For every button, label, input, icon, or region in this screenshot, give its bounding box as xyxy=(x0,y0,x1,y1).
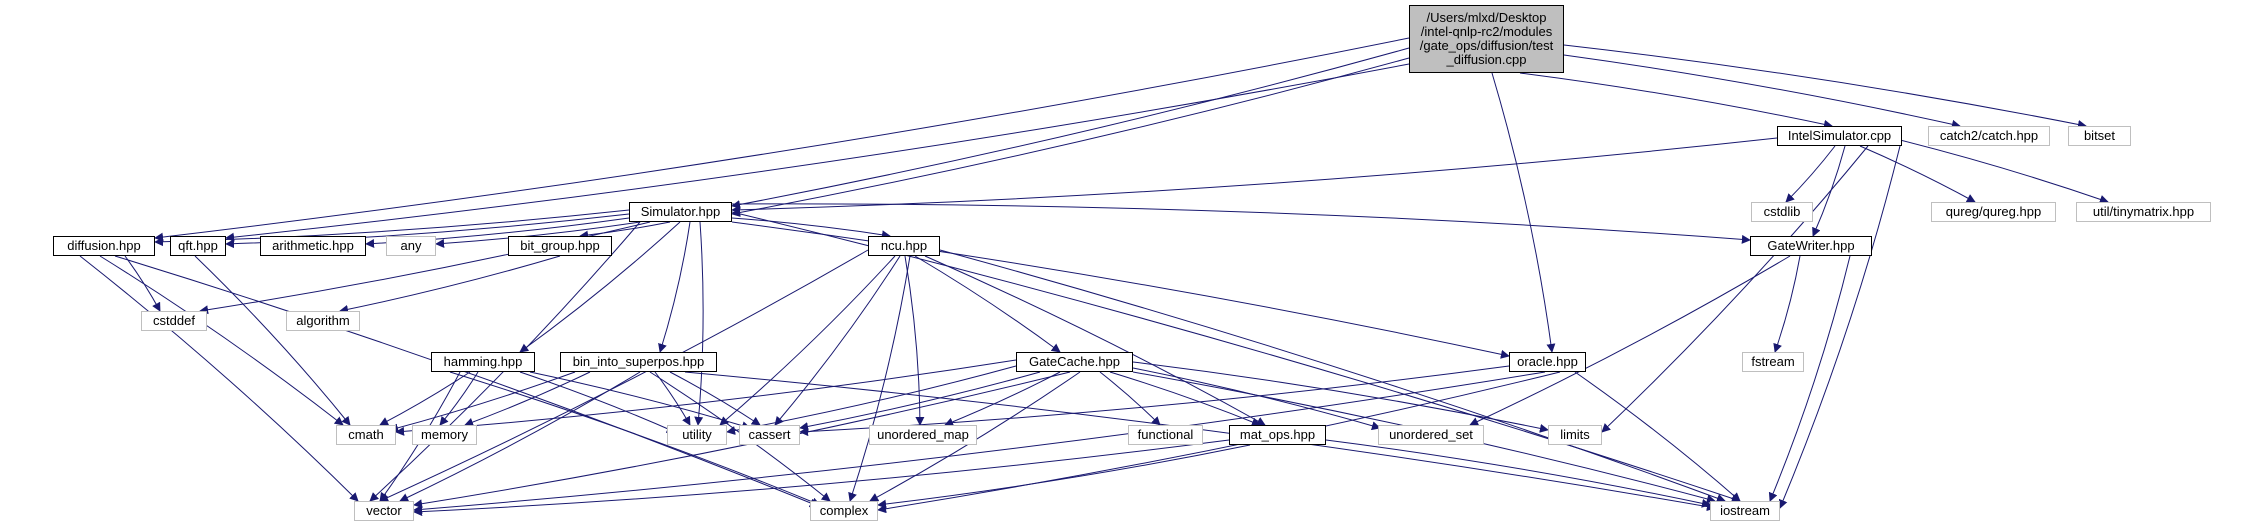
edge-matops-iostream xyxy=(1325,439,1711,508)
edge-diff-cmath xyxy=(99,255,344,426)
edge-root-simulator-b xyxy=(731,57,1410,217)
edge-oracle-iostream xyxy=(1574,371,1741,502)
edge-binsup-vector xyxy=(399,371,641,502)
node-qft[interactable]: qft.hpp xyxy=(170,236,226,256)
edge-gatecache-functional xyxy=(1099,371,1161,426)
node-simulator[interactable]: Simulator.hpp xyxy=(629,202,732,222)
node-root-file[interactable]: /Users/mlxd/Desktop /intel-qnlp-rc2/modu… xyxy=(1409,5,1564,73)
edge-root-intel xyxy=(1519,72,1833,129)
edge-sim-hamming xyxy=(519,221,681,353)
edge-root-oracle xyxy=(1491,72,1556,353)
edge-root-simulator-a xyxy=(731,47,1410,209)
node-cstdlib: cstdlib xyxy=(1751,202,1813,222)
edge-root-catch xyxy=(1563,54,1961,129)
edge-root-bitset xyxy=(1563,44,2087,129)
node-arithmetic[interactable]: arithmetic.hpp xyxy=(260,236,366,256)
edge-gatecache-utility xyxy=(726,365,1017,435)
node-bit-group[interactable]: bit_group.hpp xyxy=(508,236,612,256)
node-diffusion[interactable]: diffusion.hpp xyxy=(53,236,155,256)
edge-sim-binsuperpos xyxy=(658,221,691,353)
node-utility: utility xyxy=(667,425,727,445)
node-limits: limits xyxy=(1548,425,1602,445)
edge-intel-gatewriter xyxy=(1812,145,1846,237)
edge-sim-bitgroup xyxy=(579,221,671,240)
node-unordered-set: unordered_set xyxy=(1378,425,1484,445)
edge-ncu-cassert xyxy=(774,255,901,426)
node-functional: functional xyxy=(1128,425,1203,445)
edge-binsup-memory xyxy=(464,371,591,427)
edge-gatewriter-iostream xyxy=(1768,255,1851,502)
node-algorithm: algorithm xyxy=(286,311,360,331)
edge-ncu-matops xyxy=(924,255,1266,426)
edge-sim-any xyxy=(435,221,641,248)
node-catch: catch2/catch.hpp xyxy=(1928,126,2050,146)
edge-ncu-vector xyxy=(379,249,869,502)
edge-gatewriter-fstream xyxy=(1773,255,1801,353)
node-ncu[interactable]: ncu.hpp xyxy=(868,236,940,256)
edge-hamming-cmath xyxy=(379,371,471,426)
edge-intel-qureg xyxy=(1859,145,1976,203)
edge-intel-simulator xyxy=(731,137,1778,215)
edge-matops-complex xyxy=(877,444,1251,509)
edge-gatecache-vector xyxy=(413,371,1071,509)
edge-gatecache-limits xyxy=(1132,361,1549,433)
edge-binsup-cmath xyxy=(389,371,576,433)
edge-hamming-memory xyxy=(439,371,479,426)
edge-sim-ncu xyxy=(731,217,891,240)
edge-ncu-iostream xyxy=(939,249,1726,503)
node-complex: complex xyxy=(810,501,878,521)
edge-sim-oracle xyxy=(731,221,1510,359)
edge-qft-cmath xyxy=(194,255,351,426)
node-mat-ops[interactable]: mat_ops.hpp xyxy=(1229,425,1326,445)
dependency-edges xyxy=(79,37,2109,517)
edge-sim-utility xyxy=(694,221,704,426)
edge-gatecache-unordered-set xyxy=(1132,367,1381,431)
node-unordered-map: unordered_map xyxy=(869,425,977,445)
node-intel-simulator[interactable]: IntelSimulator.cpp xyxy=(1777,126,1902,146)
node-bin-into-superpos[interactable]: bin_into_superpos.hpp xyxy=(560,352,717,372)
edge-oracle-complex xyxy=(877,371,1561,514)
edge-ncu-unordered-map xyxy=(904,255,925,426)
edge-bitgroup-algorithm xyxy=(339,255,561,314)
edge-gatecache-cassert xyxy=(799,371,1041,431)
node-gate-writer[interactable]: GateWriter.hpp xyxy=(1750,236,1872,256)
edge-oracle-vector xyxy=(413,371,1546,514)
edge-gatecache-complex xyxy=(869,371,1081,502)
edge-hamming-utility xyxy=(519,371,676,433)
edge-binsup-cassert xyxy=(669,371,761,426)
node-oracle[interactable]: oracle.hpp xyxy=(1509,352,1586,372)
node-memory: memory xyxy=(412,425,477,445)
edge-matops-vector xyxy=(413,439,1230,517)
edge-gatecache-cmath xyxy=(395,359,1017,436)
node-cassert: cassert xyxy=(739,425,800,445)
edge-root-diffusion xyxy=(154,37,1410,242)
node-fstream: fstream xyxy=(1742,352,1804,372)
edge-gatewriter-unordered-set xyxy=(1469,255,1791,426)
edge-diff-complex xyxy=(114,255,819,508)
edge-hamming-cassert xyxy=(529,371,751,430)
node-any: any xyxy=(386,236,436,256)
edge-diff-vector xyxy=(79,255,359,502)
edge-gatecache-unordered-map xyxy=(944,371,1061,427)
edge-intel-limits xyxy=(1601,145,1869,433)
node-qureg: qureg/qureg.hpp xyxy=(1931,202,2056,222)
edge-ncu-utility xyxy=(719,255,896,426)
node-bitset: bitset xyxy=(2068,126,2131,146)
node-cstddef: cstddef xyxy=(141,311,207,331)
edge-root-qft xyxy=(225,63,1410,242)
node-hamming[interactable]: hamming.hpp xyxy=(431,352,535,372)
edge-intel-iostream xyxy=(1778,145,1901,509)
node-vector: vector xyxy=(354,501,414,521)
node-iostream: iostream xyxy=(1710,501,1780,521)
node-tinymatrix: util/tinymatrix.hpp xyxy=(2076,202,2211,222)
edge-ncu-gatecache xyxy=(914,255,1061,353)
edge-intel-tinymatrix xyxy=(1899,139,2109,204)
edge-intel-cstdlib xyxy=(1785,145,1836,203)
node-cmath: cmath xyxy=(336,425,396,445)
edge-hamming-complex xyxy=(449,371,821,507)
node-gate-cache[interactable]: GateCache.hpp xyxy=(1016,352,1133,372)
edge-binsup-utility xyxy=(654,371,691,426)
edge-sim-gatewriter xyxy=(731,203,1751,244)
